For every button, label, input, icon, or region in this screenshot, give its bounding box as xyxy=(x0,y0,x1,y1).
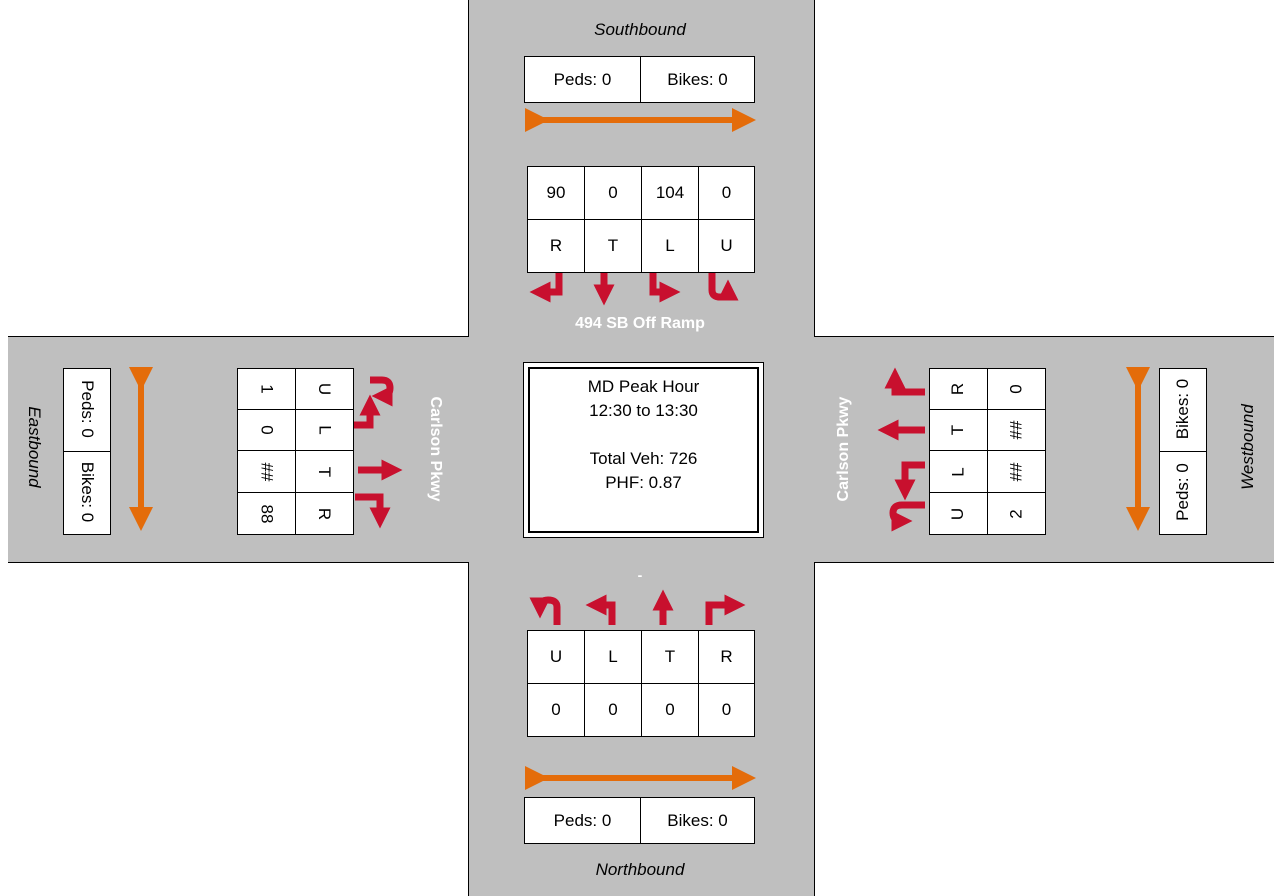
eb-peds-bikes-box: Peds: 0 Bikes: 0 xyxy=(63,368,111,535)
road-edge xyxy=(814,0,815,337)
sb-peds: Peds: 0 xyxy=(525,57,641,102)
eastbound-label: Eastbound xyxy=(25,406,44,488)
eb-peds: Peds: 0 xyxy=(64,369,110,452)
sb-mov-r: R xyxy=(527,219,585,273)
phf-value: PHF: 0.87 xyxy=(605,473,682,492)
nb-peds-bikes-box: Peds: 0 Bikes: 0 xyxy=(524,797,755,844)
eb-vol-t: ## xyxy=(237,450,296,493)
nb-right-arrow xyxy=(705,594,746,625)
road-edge xyxy=(468,562,469,896)
sb-peds-bikes-box: Peds: 0 Bikes: 0 xyxy=(524,56,755,103)
wb-peds-bikes-box: Bikes: 0 Peds: 0 xyxy=(1159,368,1207,535)
nb-bikes: Bikes: 0 xyxy=(641,798,754,843)
wb-mov-l: L xyxy=(929,450,988,493)
nb-vol-r: 0 xyxy=(698,683,755,737)
eb-bikes: Bikes: 0 xyxy=(78,461,97,523)
wb-uturn-arrow xyxy=(889,501,925,532)
road-edge xyxy=(468,0,469,337)
sb-left-arrow xyxy=(649,272,681,303)
eb-street-name: Carlson Pkwy xyxy=(427,396,444,502)
wb-street-name: Carlson Pkwy xyxy=(835,396,852,502)
sb-mov-l: L xyxy=(641,219,699,273)
eb-mov-u: U xyxy=(295,368,354,410)
sb-vol-r: 90 xyxy=(527,166,585,220)
sb-mov-t: T xyxy=(584,219,642,273)
nb-mov-r: R xyxy=(698,630,755,684)
wb-bikes: Bikes: 0 xyxy=(1160,369,1206,452)
road-edge xyxy=(8,336,469,337)
sb-street-name: 494 SB Off Ramp xyxy=(575,315,705,332)
nb-vol-u: 0 xyxy=(527,683,585,737)
eb-vol-r: 88 xyxy=(237,492,296,535)
sb-vol-t: 0 xyxy=(584,166,642,220)
westbound-label: Westbound xyxy=(1238,404,1257,490)
nb-street-name: - xyxy=(637,567,643,583)
summary-box: MD Peak Hour 12:30 to 13:30 Total Veh: 7… xyxy=(523,362,764,538)
wb-vol-t: ## xyxy=(987,409,1046,451)
nb-vol-t: 0 xyxy=(641,683,699,737)
sb-uturn-arrow xyxy=(708,272,739,301)
period-label: MD Peak Hour xyxy=(587,377,700,396)
road-edge xyxy=(814,562,815,896)
eb-mov-l: L xyxy=(295,409,354,451)
wb-vol-u: 2 xyxy=(987,492,1046,535)
road-edge xyxy=(814,562,1274,563)
sb-bikes: Bikes: 0 xyxy=(641,57,754,102)
wb-mov-t: T xyxy=(929,409,988,451)
eb-vol-u: 1 xyxy=(237,368,296,410)
sb-vol-u: 0 xyxy=(698,166,755,220)
nb-peds: Peds: 0 xyxy=(525,798,641,843)
nb-vol-l: 0 xyxy=(584,683,642,737)
nb-uturn-arrow xyxy=(529,596,561,625)
wb-peds: Peds: 0 xyxy=(1173,463,1192,521)
nb-mov-u: U xyxy=(527,630,585,684)
southbound-label: Southbound xyxy=(594,20,686,39)
sb-mov-u: U xyxy=(698,219,755,273)
sb-vol-l: 104 xyxy=(641,166,699,220)
eb-mov-r: R xyxy=(295,492,354,535)
road-edge xyxy=(8,562,469,563)
wb-mov-u: U xyxy=(929,492,988,535)
wb-right-arrow xyxy=(884,367,925,396)
nb-left-arrow xyxy=(585,594,616,625)
eb-vol-l: 0 xyxy=(237,409,296,451)
nb-mov-t: T xyxy=(641,630,699,684)
wb-vol-l: ## xyxy=(987,450,1046,493)
wb-left-arrow xyxy=(894,461,925,501)
eb-left-arrow xyxy=(350,394,381,429)
northbound-label: Northbound xyxy=(595,860,685,879)
eb-uturn-arrow xyxy=(370,376,394,407)
eb-mov-t: T xyxy=(295,450,354,493)
total-volume: Total Veh: 726 xyxy=(589,449,698,468)
eb-right-arrow xyxy=(355,493,391,529)
time-range: 12:30 to 13:30 xyxy=(589,401,698,420)
wb-mov-r: R xyxy=(929,368,988,410)
road-edge xyxy=(814,336,1274,337)
wb-vol-r: 0 xyxy=(987,368,1046,410)
sb-right-arrow xyxy=(529,272,563,303)
nb-mov-l: L xyxy=(584,630,642,684)
